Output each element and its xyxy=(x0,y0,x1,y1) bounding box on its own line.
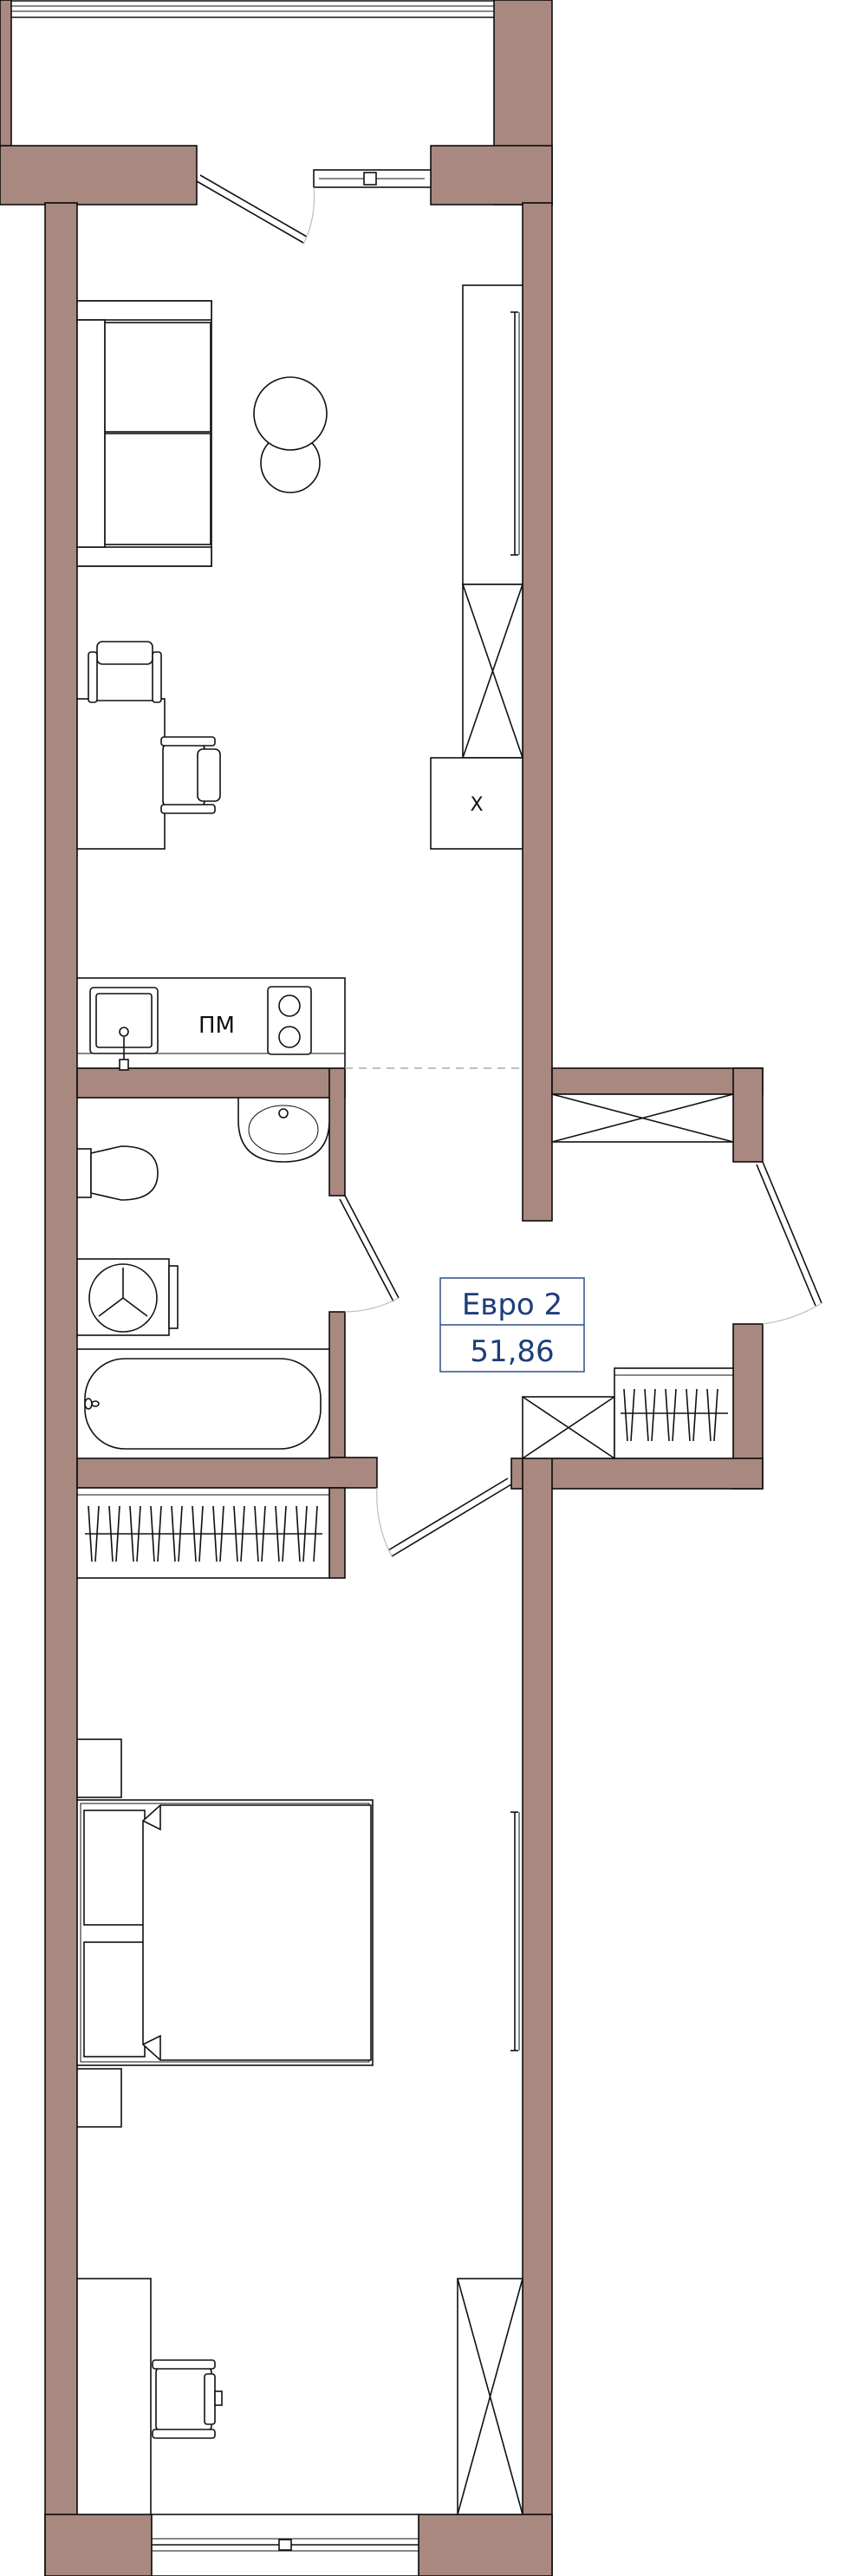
desk-chair xyxy=(152,2359,223,2439)
tv-bedroom xyxy=(510,1811,520,2051)
plan-area: 51,86 xyxy=(470,1334,554,1369)
plan-name: Евро 2 xyxy=(462,1288,562,1322)
entrance-door[interactable] xyxy=(756,1161,822,1325)
wall-entry-bottom xyxy=(510,1458,764,1490)
coffee-table xyxy=(253,376,328,493)
wardrobe-hall xyxy=(76,1487,330,1579)
wall-entry-top xyxy=(551,1067,764,1095)
chair-top xyxy=(88,641,162,703)
kitchen-appliance-label: ПМ xyxy=(198,1013,235,1039)
washing-machine xyxy=(76,1258,179,1336)
wall-wardrobe-right xyxy=(328,1487,346,1579)
bed xyxy=(76,1799,374,2066)
wardrobe-entry-bottom xyxy=(614,1367,734,1459)
kitchen-cooktop xyxy=(267,986,312,1055)
wall-balcony-bottom-right xyxy=(430,145,553,205)
wall-balcony-left xyxy=(0,0,12,148)
bathroom-sink xyxy=(237,1097,330,1163)
fridge-label: Х xyxy=(470,794,483,816)
wall-right-bottom xyxy=(522,1458,553,2576)
fridge: Х xyxy=(430,757,523,850)
bedroom-window xyxy=(151,2514,419,2576)
wall-left xyxy=(44,202,78,2576)
wall-bath-bottom xyxy=(76,1457,378,1489)
bedroom-door[interactable] xyxy=(376,1477,512,1557)
balcony xyxy=(11,0,494,188)
wall-entry-right-top xyxy=(732,1067,764,1163)
tv-wall-cabinet xyxy=(462,284,523,585)
cabinet-entry xyxy=(522,1396,615,1459)
dining-table xyxy=(76,698,166,850)
area-badge: Евро 2 51,86 xyxy=(439,1277,585,1373)
bathroom-door[interactable] xyxy=(339,1195,400,1313)
kitchen-sink xyxy=(89,987,159,1071)
wall-balcony-bottom-left xyxy=(0,145,198,205)
wall-bottom-left xyxy=(44,2514,153,2576)
bathtub xyxy=(76,1348,330,1459)
wall-kitchen-bath xyxy=(76,1067,346,1099)
wall-bottom-right xyxy=(418,2514,553,2576)
toilet xyxy=(76,1145,159,1201)
walls xyxy=(0,0,764,2576)
hangers-entry xyxy=(623,1388,718,1442)
wardrobe-bedroom xyxy=(457,2278,523,2515)
bedside-table-bottom xyxy=(76,2068,122,2128)
wall-bath-right-bottom xyxy=(328,1311,346,1458)
desk xyxy=(76,2278,152,2515)
balcony-door[interactable] xyxy=(196,174,315,245)
wardrobe-entry-top xyxy=(551,1093,734,1143)
wardrobe-living xyxy=(462,584,523,759)
wall-right-top xyxy=(522,202,553,1222)
hangers-hall xyxy=(88,1505,318,1562)
wall-bath-right-top xyxy=(328,1067,346,1197)
bedside-table-top xyxy=(76,1738,122,1798)
sofa xyxy=(76,300,212,567)
chair-right xyxy=(160,736,221,814)
